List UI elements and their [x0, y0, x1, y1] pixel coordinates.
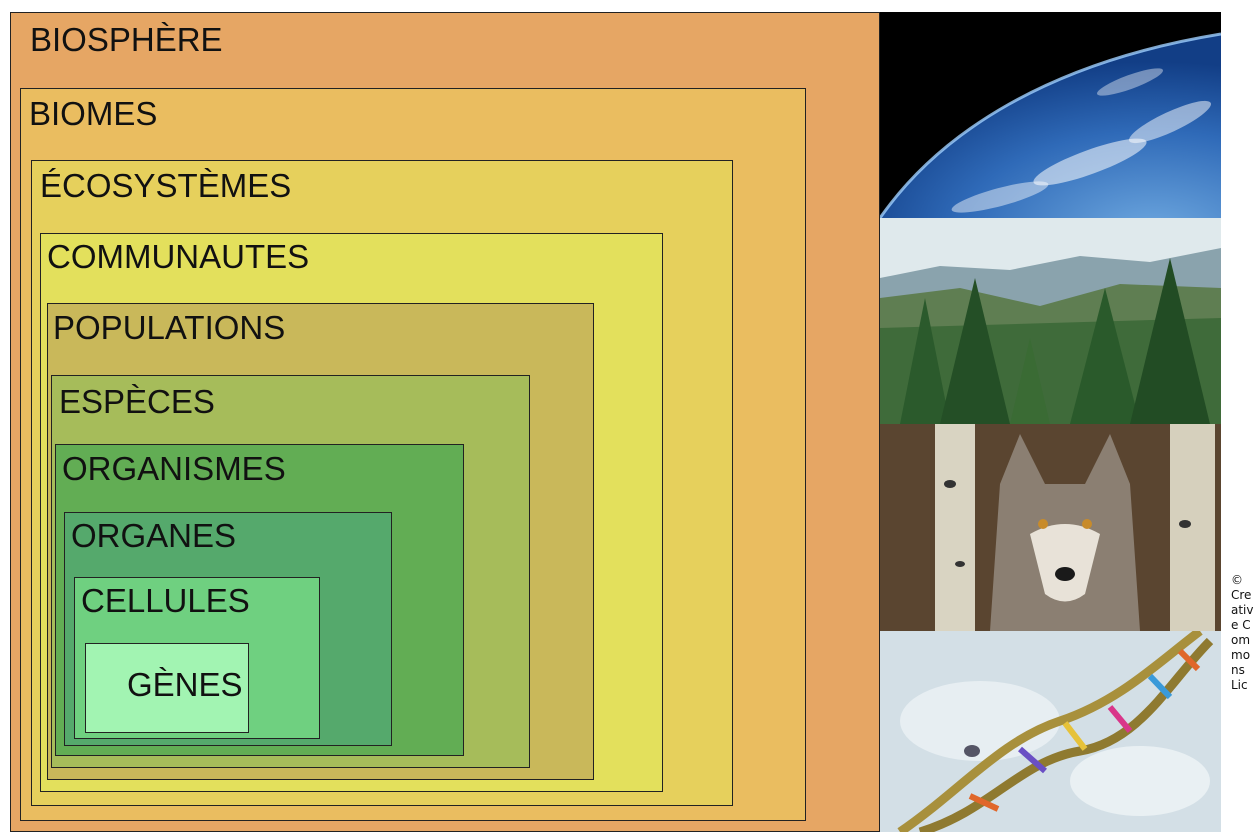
earth-from-space-photo — [880, 12, 1221, 218]
level-label-organismes: ORGANISMES — [62, 450, 286, 487]
forest-mountain-photo — [880, 218, 1221, 424]
level-label-communautes: COMMUNAUTES — [47, 238, 310, 275]
level-label-biosphere: BIOSPHÈRE — [30, 21, 223, 58]
dna-helix-photo — [880, 631, 1221, 832]
level-label-organes: ORGANES — [71, 517, 237, 554]
copyright-credit: © Creative Commons Lic — [1231, 573, 1254, 692]
level-label-populations: POPULATIONS — [53, 309, 286, 346]
level-label-especes: ESPÈCES — [59, 383, 215, 420]
level-genes: GÈNES — [85, 643, 249, 733]
level-label-cellules: CELLULES — [81, 582, 250, 619]
wolf-photo — [880, 424, 1221, 631]
level-label-biomes: BIOMES — [29, 95, 158, 132]
level-label-genes: GÈNES — [127, 666, 243, 703]
level-label-ecosystemes: ÉCOSYSTÈMES — [40, 167, 292, 204]
